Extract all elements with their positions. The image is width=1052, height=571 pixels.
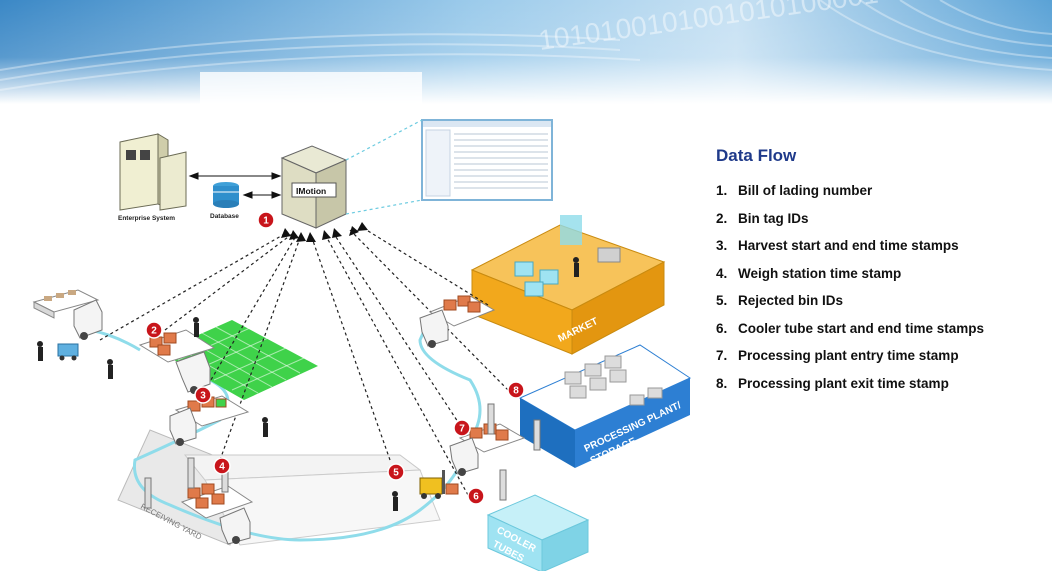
database-icon: Database — [210, 182, 239, 220]
legend-item-text: Bin tag IDs — [738, 210, 809, 226]
legend-item-number: 3. — [716, 238, 728, 253]
market-building: MARKET — [470, 215, 666, 355]
step-marker-number: 3 — [200, 391, 206, 402]
step-marker-circle — [387, 463, 405, 481]
step-marker: 2 — [145, 321, 163, 339]
legend-item: 6. Cooler tube start and end time stamps — [716, 320, 1046, 338]
workers — [37, 257, 579, 511]
legend-item: 5. Rejected bin IDs — [716, 292, 1046, 310]
legend-item-text: Harvest start and end time stamps — [738, 238, 959, 253]
legend-item-number: 2. — [716, 210, 728, 226]
enterprise-label: Enterprise System — [118, 215, 175, 222]
truck-flatbed — [32, 289, 103, 340]
truck-field — [169, 395, 250, 446]
step-marker: 4 — [213, 457, 231, 475]
legend-item-number: 1. — [716, 183, 728, 198]
step-marker-number: 1 — [263, 216, 269, 227]
legend-item-text: Processing plant entry time stamp — [738, 348, 959, 363]
truck-weigh — [180, 483, 254, 545]
legend-item-text: Rejected bin IDs — [738, 293, 844, 308]
data-arrows — [99, 225, 509, 496]
software-screenshot — [345, 119, 553, 215]
truck-harvest — [138, 329, 216, 394]
legend-item-text: Processing plant exit time stamp — [738, 375, 949, 391]
legend-item: 1. Bill of lading number — [716, 182, 1046, 200]
step-marker: 6 — [467, 487, 485, 505]
legend-item-number: 5. — [716, 293, 728, 308]
step-marker-number: 8 — [513, 386, 519, 397]
step-marker: 1 — [257, 211, 275, 229]
forklift-icon — [419, 470, 459, 499]
legend-item: 2. Bin tag IDs — [716, 210, 1046, 228]
imotion-server-icon: IMotion — [280, 145, 348, 229]
legend-item-number: 6. — [716, 320, 728, 336]
processing-plant: PROCESSING PLANT/ STORAGE — [518, 344, 692, 468]
legend-item: 8. Processing plant exit time stamp — [716, 375, 1046, 393]
step-marker-circle — [507, 381, 525, 399]
legend-item: 3. Harvest start and end time stamps — [716, 237, 1046, 255]
enterprise-system-icon: Enterprise System — [118, 133, 187, 222]
step-marker-circle — [453, 419, 471, 437]
database-label: Database — [210, 213, 239, 220]
step-marker-number: 4 — [219, 462, 225, 473]
step-marker: 8 — [507, 381, 525, 399]
step-marker-circle — [145, 321, 163, 339]
step-marker-number: 5 — [393, 468, 399, 479]
legend-item-text: Bill of lading number — [738, 183, 873, 198]
banner-graphic: 1010100101001010100001 — [0, 0, 1052, 104]
header-banner: 1010100101001010100001 — [0, 0, 1052, 104]
step-marker: 7 — [453, 419, 471, 437]
receiving-yard: RECEIVING YARD — [117, 429, 441, 546]
legend-item-text: Weigh station time stamp — [738, 265, 902, 281]
hand-cart — [57, 343, 79, 361]
legend-list: 1. Bill of lading number 2. Bin tag IDs 3. Ha… — [716, 182, 1046, 393]
data-flow-legend: Data Flow 1. Bill of lading number 2. Bin t… — [716, 146, 1046, 402]
legend-item: 7. Processing plant entry time stamp — [716, 347, 1046, 365]
truck-market — [419, 295, 496, 348]
imotion-label: IMotion — [296, 186, 326, 196]
legend-item-number: 8. — [716, 375, 728, 391]
cooler-tubes: COOLER TUBES — [486, 494, 590, 571]
step-marker-number: 6 — [473, 492, 479, 503]
step-marker-number: 2 — [151, 326, 157, 337]
step-marker-circle — [257, 211, 275, 229]
legend-title: Data Flow — [716, 146, 797, 165]
legend-item-number: 4. — [716, 265, 728, 281]
step-marker: 3 — [194, 386, 212, 404]
step-marker-circle — [213, 457, 231, 475]
step-marker-circle — [467, 487, 485, 505]
step-marker-circle — [194, 386, 212, 404]
legend-item-number: 7. — [716, 348, 728, 363]
legend-item-text: Cooler tube start and end time stamps — [738, 320, 985, 336]
step-marker: 5 — [387, 463, 405, 481]
legend-item: 4. Weigh station time stamp — [716, 265, 1046, 283]
step-markers: 1 2 3 4 5 6 7 8 — [145, 211, 525, 505]
step-marker-number: 7 — [459, 424, 465, 435]
